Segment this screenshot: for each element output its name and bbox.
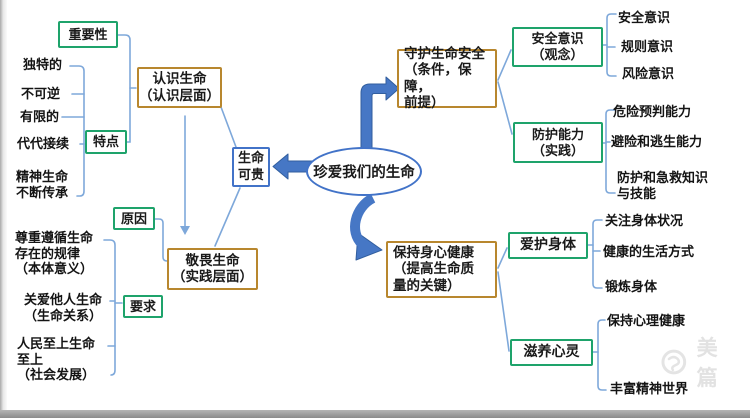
- left-edge-shadow: [0, 0, 7, 418]
- leaf-body-exercise: 锻炼身体: [605, 280, 658, 295]
- node-life-precious: 生命 可贵: [232, 147, 270, 187]
- bracket-features: [69, 65, 85, 197]
- watermark: 美篇: [660, 332, 750, 392]
- watermark-logo-icon: [661, 349, 687, 375]
- leaf-awareness-rules: 规则意识: [621, 40, 674, 55]
- node-revere-life: 敬畏生命 （实践层面）: [167, 248, 258, 290]
- link-safeguard-protection: [497, 81, 513, 135]
- tag-requirement: 要求: [123, 295, 163, 318]
- tag-importance: 重要性: [58, 21, 118, 48]
- leaf-protection-escape: 避险和逃生能力: [611, 135, 703, 150]
- node-nourish-mind: 滋养心灵: [510, 339, 593, 366]
- spine-recognize: [117, 34, 131, 143]
- tag-features: 特点: [85, 130, 127, 154]
- leaf-protection-firstaid: 防护和急救知识 与技能: [617, 171, 709, 202]
- watermark-brand: 美篇: [696, 337, 724, 390]
- node-safety-awareness: 安全意识 （观念）: [512, 27, 603, 67]
- node-recognize-life: 认识生命 （认识层面）: [137, 67, 222, 108]
- leaf-awareness-safety: 安全意识: [618, 11, 671, 26]
- leaf-protection-predict: 危险预判能力: [613, 105, 692, 120]
- node-care-body: 爱护身体: [508, 232, 588, 259]
- leaf-body-status: 关注身体状况: [605, 214, 684, 229]
- elbow-reason: [154, 218, 168, 262]
- bracket-protection: [605, 109, 616, 194]
- leaf-body-lifestyle: 健康的生活方式: [603, 245, 695, 260]
- link-recognize-core: [220, 106, 237, 148]
- leaf-mind-spirit: 丰富精神世界: [610, 382, 689, 397]
- leaf-requirement-care: 关爱他人生命 （生命关系）: [24, 293, 103, 324]
- link-health-mind: [497, 271, 510, 352]
- leaf-feature-spirit: 精神生命 不断传承: [16, 170, 69, 201]
- arrow-center-to-safeguard: [360, 76, 400, 153]
- bracket-awareness: [606, 13, 617, 77]
- leaf-mind-mental: 保持心理健康: [607, 314, 686, 329]
- thin-connectors: [61, 13, 617, 391]
- arrow-center-to-health: [350, 193, 376, 248]
- bracket-mind: [597, 319, 607, 391]
- bottom-edge-bar: [0, 410, 750, 418]
- leaf-awareness-risk: 风险意识: [622, 67, 675, 82]
- central-topic: 珍爱我们的生命: [306, 147, 422, 196]
- bracket-body: [592, 219, 603, 289]
- tag-reason: 原因: [113, 207, 155, 230]
- leaf-feature-unique: 独特的: [23, 58, 63, 73]
- link-core-revere: [214, 187, 241, 247]
- bracket-requirements: [103, 239, 116, 376]
- leaf-requirement-people: 人民至上生命 至上 （社会发展）: [17, 337, 96, 383]
- arrowhead-recognize-revere: [180, 226, 190, 235]
- link-safeguard-awareness: [497, 49, 512, 81]
- leaf-feature-generations: 代代接续: [17, 137, 70, 152]
- leaf-feature-irreversible: 不可逆: [21, 87, 61, 102]
- node-keep-health: 保持身心健康 （提高生命质 量的关键）: [386, 241, 497, 298]
- leaf-feature-finite: 有限的: [20, 110, 60, 125]
- leaf-requirement-respect: 尊重遵循生命 存在的规律 （本体意义）: [15, 231, 94, 277]
- node-safeguard-safety: 守护生命安全 （条件，保障， 前提）: [397, 46, 497, 110]
- node-protection-ability: 防护能力 （实践）: [513, 122, 603, 163]
- link-health-body: [497, 247, 508, 269]
